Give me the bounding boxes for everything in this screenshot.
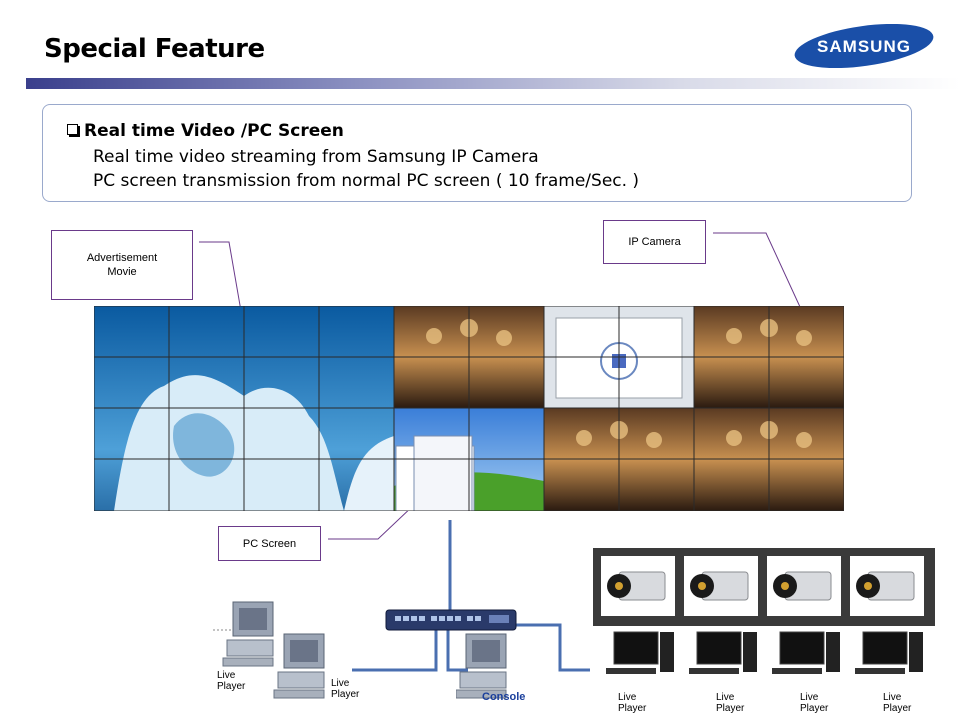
feature-heading-text: Real time Video /PC Screen [84,121,344,141]
live-player-computer-icon-1 [213,601,274,667]
callout-ip-camera: IP Camera [603,220,706,264]
live-player-label-right-4: Live Player [883,692,912,714]
live-player-computer-icon-2 [273,633,325,699]
callout-ip-camera-text: IP Camera [628,236,681,248]
live-player-desktops [606,631,923,674]
feature-description-box: Real time Video /PC Screen Real time vid… [42,104,912,202]
callout-advertisement-text: Advertisement Movie [86,252,158,278]
live-player-label-right-1: Live Player [618,692,647,714]
ip-camera-rack [593,548,935,626]
video-wall [94,306,844,511]
callout-advertisement-movie: Advertisement Movie [51,230,193,300]
checkbox-bullet-icon [67,124,78,135]
desktop-monitor-icons [613,631,908,665]
live-player-label-right-3: Live Player [800,692,829,714]
feature-line-1: Real time video streaming from Samsung I… [93,147,539,167]
feature-heading: Real time Video /PC Screen [67,121,344,141]
console-label: Console [482,691,526,703]
callout-pc-screen-text: PC Screen [242,537,297,550]
live-player-label-right-2: Live Player [716,692,745,714]
live-player-label-2: Live Player [331,678,360,700]
live-player-label-1: Live Player [217,670,246,692]
slide-title: Special Feature [44,34,265,64]
logo-text: SAMSUNG [817,37,911,56]
network-switch-icon [385,609,517,631]
console-computer-icon [456,633,507,699]
title-underline-bar [26,78,960,89]
samsung-logo: SAMSUNG [794,24,934,68]
callout-pc-screen: PC Screen [218,526,321,561]
feature-line-2: PC screen transmission from normal PC sc… [93,171,640,191]
